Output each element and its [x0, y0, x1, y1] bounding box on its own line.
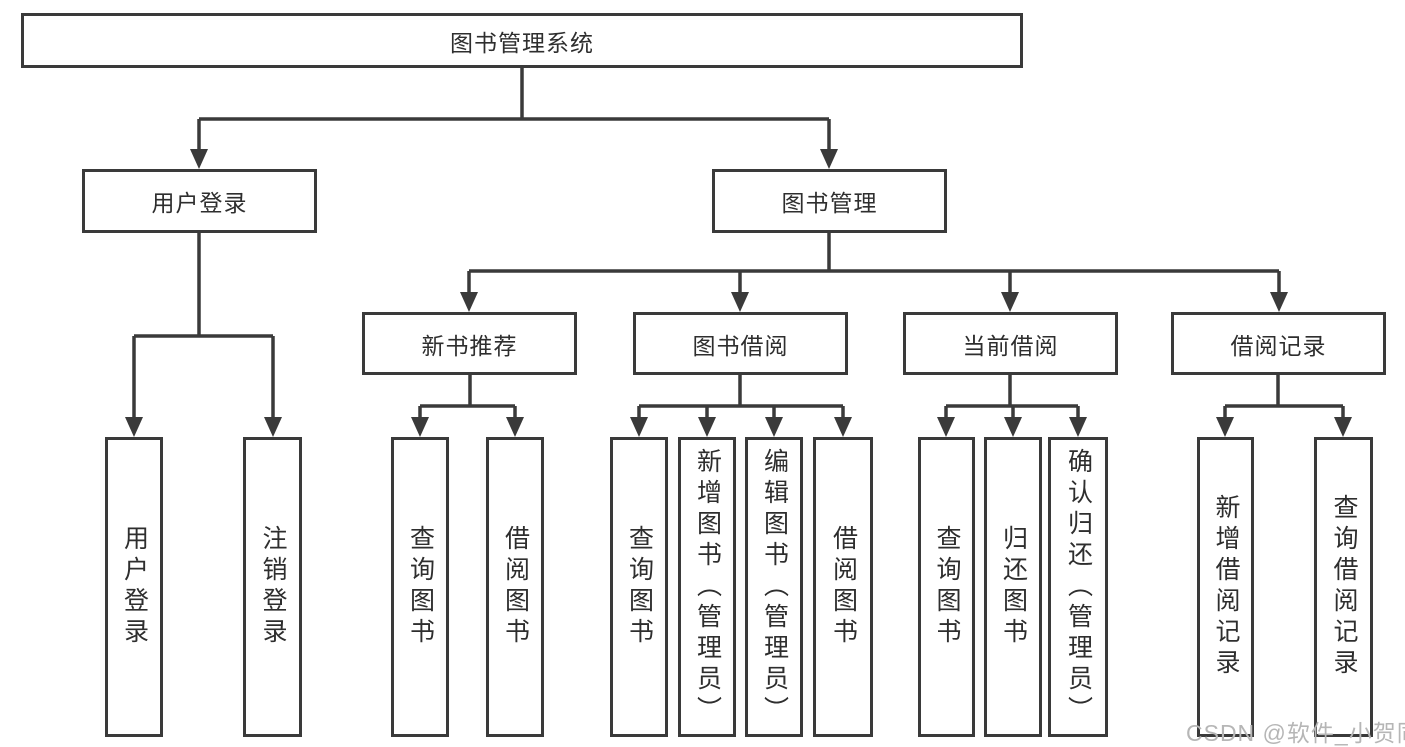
leaf-label: 新增图书（管理员）	[693, 447, 722, 727]
node-borrow-record: 借阅记录	[1171, 312, 1386, 375]
node-label: 用户登录	[151, 190, 248, 216]
leaf-logout: 注销登录	[243, 437, 302, 737]
leaf-query-books-borrow: 查询图书	[610, 437, 668, 737]
arrowhead	[630, 417, 648, 437]
branch-current-borrow	[937, 375, 1087, 437]
leaf-return-books: 归还图书	[984, 437, 1042, 737]
arrowhead	[937, 417, 955, 437]
leaf-label: 注销登录	[259, 525, 287, 649]
leaf-label: 编辑图书（管理员）	[760, 447, 789, 727]
leaf-confirm-return-admin: 确认归还（管理员）	[1048, 437, 1108, 737]
leaf-label: 查询图书	[406, 525, 435, 649]
node-label: 借阅记录	[1230, 332, 1327, 359]
watermark: CSDN @软件_小贺同学	[1186, 720, 1405, 746]
branch-root	[190, 68, 838, 169]
arrowhead	[731, 292, 749, 312]
leaf-label: 归还图书	[999, 525, 1028, 649]
leaf-label: 查询图书	[625, 525, 654, 649]
node-book-management: 图书管理	[712, 169, 947, 233]
arrowhead	[506, 417, 524, 437]
arrowhead	[765, 417, 783, 437]
arrowhead	[1270, 292, 1288, 312]
leaf-query-books-current: 查询图书	[918, 437, 975, 737]
arrowhead	[190, 149, 208, 169]
arrowhead	[264, 417, 282, 437]
node-label: 新书推荐	[421, 332, 518, 359]
arrowhead	[460, 292, 478, 312]
leaf-label: 新增借阅记录	[1212, 494, 1240, 680]
branch-book-management	[460, 233, 1288, 312]
arrowhead	[1334, 417, 1352, 437]
branch-borrow-record	[1216, 375, 1352, 437]
leaf-borrow-books-recommend: 借阅图书	[486, 437, 544, 737]
arrowhead	[1001, 292, 1019, 312]
node-label: 图书借阅	[692, 332, 789, 359]
node-label: 图书管理系统	[450, 29, 594, 56]
arrowhead	[1216, 417, 1234, 437]
leaf-user-login: 用户登录	[105, 437, 163, 737]
arrowhead	[125, 417, 143, 437]
leaf-add-borrow-record: 新增借阅记录	[1197, 437, 1254, 737]
leaf-label: 借阅图书	[501, 525, 530, 649]
node-label: 图书管理	[781, 190, 878, 216]
leaf-label: 借阅图书	[829, 525, 858, 649]
arrowhead	[834, 417, 852, 437]
arrowhead	[820, 149, 838, 169]
branch-book-borrow	[630, 375, 852, 437]
branch-user-login	[125, 233, 282, 437]
node-new-book-recommend: 新书推荐	[362, 312, 577, 375]
leaf-add-books-admin: 新增图书（管理员）	[678, 437, 736, 737]
leaf-query-borrow-record: 查询借阅记录	[1314, 437, 1373, 737]
leaf-edit-books-admin: 编辑图书（管理员）	[745, 437, 803, 737]
node-user-login: 用户登录	[82, 169, 317, 233]
leaf-label: 确认归还（管理员）	[1064, 447, 1093, 727]
leaf-label: 查询借阅记录	[1330, 494, 1358, 680]
arrowhead	[698, 417, 716, 437]
leaf-label: 查询图书	[933, 525, 961, 649]
leaf-label: 用户登录	[120, 525, 149, 649]
node-library-management-system: 图书管理系统	[21, 13, 1023, 68]
leaf-query-books-recommend: 查询图书	[391, 437, 449, 737]
branch-new-book-recommend	[411, 375, 524, 437]
leaf-borrow-books: 借阅图书	[813, 437, 873, 737]
node-label: 当前借阅	[962, 332, 1059, 359]
arrowhead	[1004, 417, 1022, 437]
node-current-borrow: 当前借阅	[903, 312, 1118, 375]
arrowhead	[1069, 417, 1087, 437]
node-book-borrow: 图书借阅	[633, 312, 848, 375]
arrowhead	[411, 417, 429, 437]
